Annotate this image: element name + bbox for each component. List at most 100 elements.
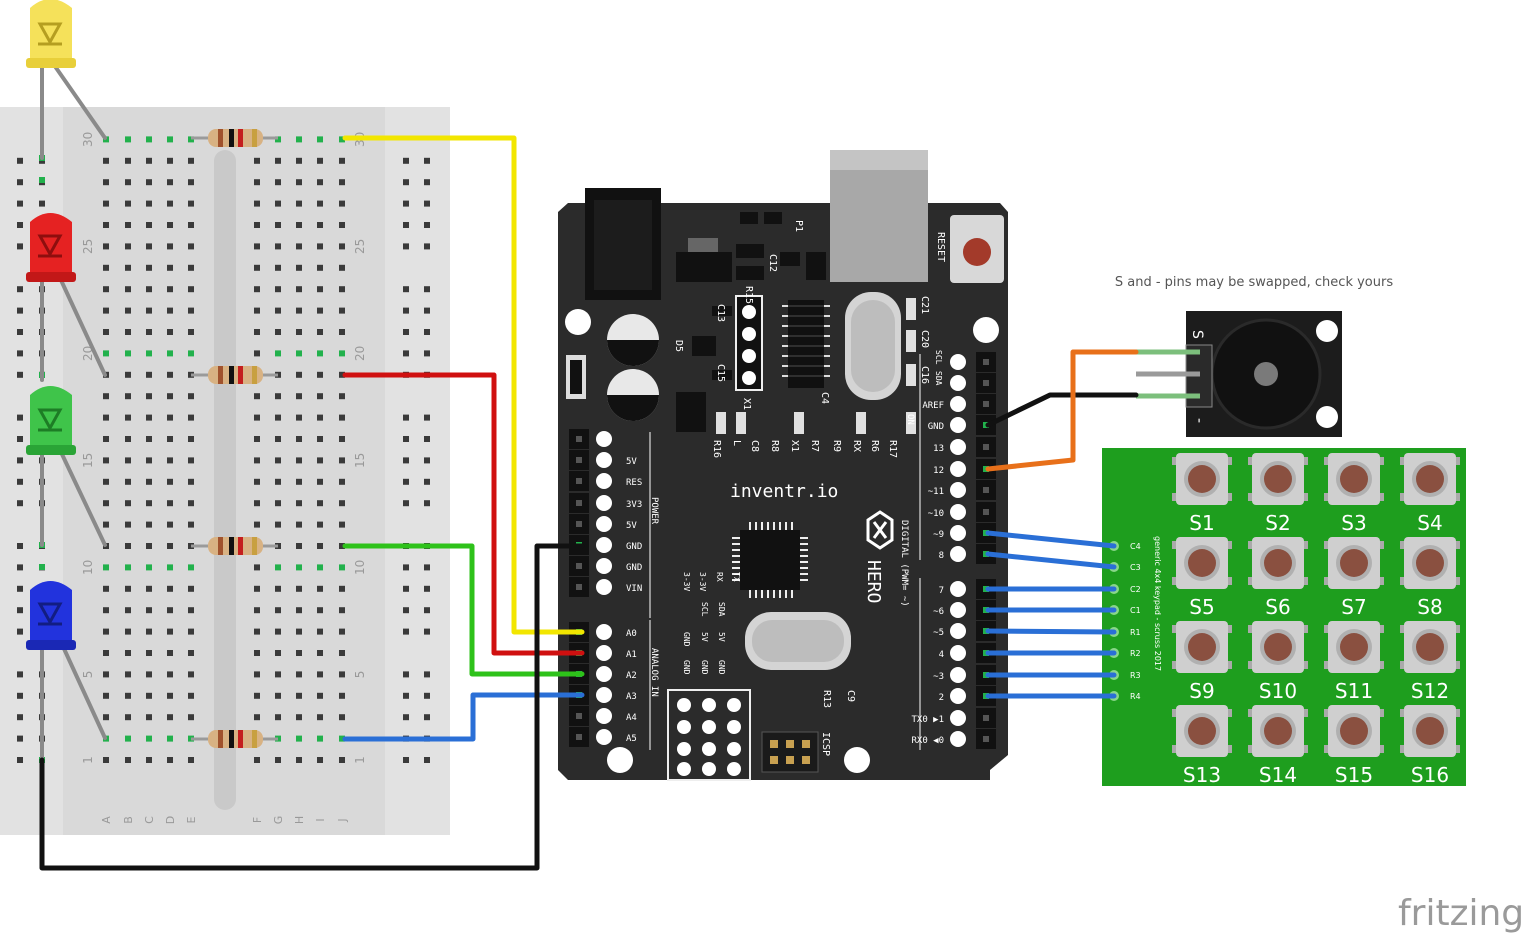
breadboard-hole	[275, 222, 281, 228]
breadboard-hole	[103, 286, 109, 293]
breadboard-hole	[254, 264, 260, 271]
keypad-key-label: S9	[1189, 679, 1214, 703]
component-label: X1	[741, 398, 752, 410]
keypad-key[interactable]: S9	[1172, 621, 1232, 703]
breadboard-hole	[146, 200, 152, 207]
rail-hole	[17, 222, 23, 228]
rail-hole	[17, 350, 23, 357]
keypad-key[interactable]: S1	[1172, 453, 1232, 535]
breadboard-hole	[254, 521, 260, 528]
buzzer-module: S and - pins may be swapped, check yours…	[1115, 275, 1393, 437]
rail-hole	[17, 307, 23, 314]
breadboard-hole	[339, 264, 345, 271]
keypad-key[interactable]: S5	[1172, 537, 1232, 619]
breadboard-hole	[167, 457, 173, 464]
breadboard-hole	[317, 222, 323, 228]
breadboard-hole	[296, 757, 302, 763]
breadboard-hole	[146, 329, 152, 335]
component-label: C13	[715, 304, 726, 322]
resistor-icon	[191, 129, 278, 147]
keypad-key[interactable]: S2	[1248, 453, 1308, 535]
rail-hole	[424, 329, 430, 335]
keypad-key[interactable]: S16	[1400, 705, 1460, 787]
keypad-pin-label: R2	[1130, 649, 1141, 658]
breadboard-hole	[275, 307, 281, 314]
breadboard-hole	[275, 200, 281, 207]
component-label: C16	[919, 366, 930, 384]
breadboard-hole	[317, 564, 323, 571]
keypad-key[interactable]: S11	[1324, 621, 1384, 703]
breadboard-hole	[317, 264, 323, 271]
wire-yellow	[342, 135, 585, 635]
breadboard-hole	[275, 757, 281, 763]
digital-pin-label: ~5	[933, 628, 944, 638]
wire-black-buzzer	[985, 392, 1139, 428]
breadboard-hole	[275, 692, 281, 699]
keypad-key[interactable]: S12	[1400, 621, 1460, 703]
breadboard-column-label: B	[122, 816, 135, 824]
keypad-wire	[985, 628, 1117, 635]
breadboard-hole	[339, 585, 345, 592]
breadboard-hole	[317, 329, 323, 335]
rail-hole	[424, 243, 430, 250]
rail-hole	[424, 350, 430, 357]
breadboard-row-label: 20	[353, 346, 367, 361]
breadboard-hole	[317, 607, 323, 614]
keypad-key[interactable]: S6	[1248, 537, 1308, 619]
keypad-key-label: S8	[1417, 595, 1442, 619]
breadboard-hole	[188, 414, 194, 421]
component-label: L	[731, 440, 742, 446]
keypad-key[interactable]: S7	[1324, 537, 1384, 619]
breadboard-hole	[317, 521, 323, 528]
breadboard-hole	[339, 179, 345, 186]
breadboard-hole	[167, 671, 173, 678]
breadboard-hole	[103, 329, 109, 335]
breadboard-row-label: 25	[81, 239, 95, 254]
keypad-key-label: S3	[1341, 511, 1366, 535]
breadboard-hole	[125, 329, 131, 335]
keypad-key[interactable]: S8	[1400, 537, 1460, 619]
breadboard-hole	[296, 414, 302, 421]
breadboard-hole	[317, 543, 323, 549]
breadboard-hole	[339, 564, 345, 571]
breadboard-row-label: 30	[81, 132, 95, 147]
rail-hole	[403, 200, 409, 207]
pin-hole	[596, 452, 612, 468]
breadboard-hole	[125, 714, 131, 721]
breadboard-hole	[125, 521, 131, 528]
breadboard-hole	[254, 243, 260, 250]
breadboard-hole	[254, 222, 260, 228]
keypad-key[interactable]: S13	[1172, 705, 1232, 787]
breadboard-hole	[167, 157, 173, 164]
keypad-key[interactable]: S4	[1400, 453, 1460, 535]
component-label: C8	[749, 440, 760, 452]
keypad-key-label: S4	[1417, 511, 1442, 535]
voltage-label: TX	[732, 572, 741, 582]
voltage-label: SCL	[700, 602, 709, 617]
breadboard-hole	[125, 136, 131, 143]
keypad-key[interactable]: S3	[1324, 453, 1384, 535]
breadboard-hole	[103, 500, 109, 507]
breadboard-hole	[275, 350, 281, 357]
breadboard-hole	[317, 478, 323, 485]
breadboard-hole	[146, 307, 152, 314]
breadboard-hole	[188, 329, 194, 335]
pin-hole	[950, 731, 966, 747]
keypad-key[interactable]: S14	[1248, 705, 1308, 787]
keypad-key-label: S14	[1259, 763, 1297, 787]
power-pin-label: RES	[626, 478, 642, 488]
keypad-key[interactable]: S15	[1324, 705, 1384, 787]
keypad-pin-label: C4	[1130, 542, 1141, 551]
breadboard-hole	[339, 714, 345, 721]
buzzer-note: S and - pins may be swapped, check yours	[1115, 275, 1393, 290]
breadboard-hole	[317, 157, 323, 164]
keypad-key[interactable]: S10	[1248, 621, 1308, 703]
board-brand: inventr.io	[730, 481, 838, 502]
breadboard-hole	[188, 564, 194, 571]
breadboard-hole	[339, 735, 345, 742]
breadboard-hole	[167, 521, 173, 528]
breadboard-hole	[167, 650, 173, 656]
breadboard-hole	[339, 414, 345, 421]
rail-hole	[17, 478, 23, 485]
breadboard-hole	[275, 478, 281, 485]
